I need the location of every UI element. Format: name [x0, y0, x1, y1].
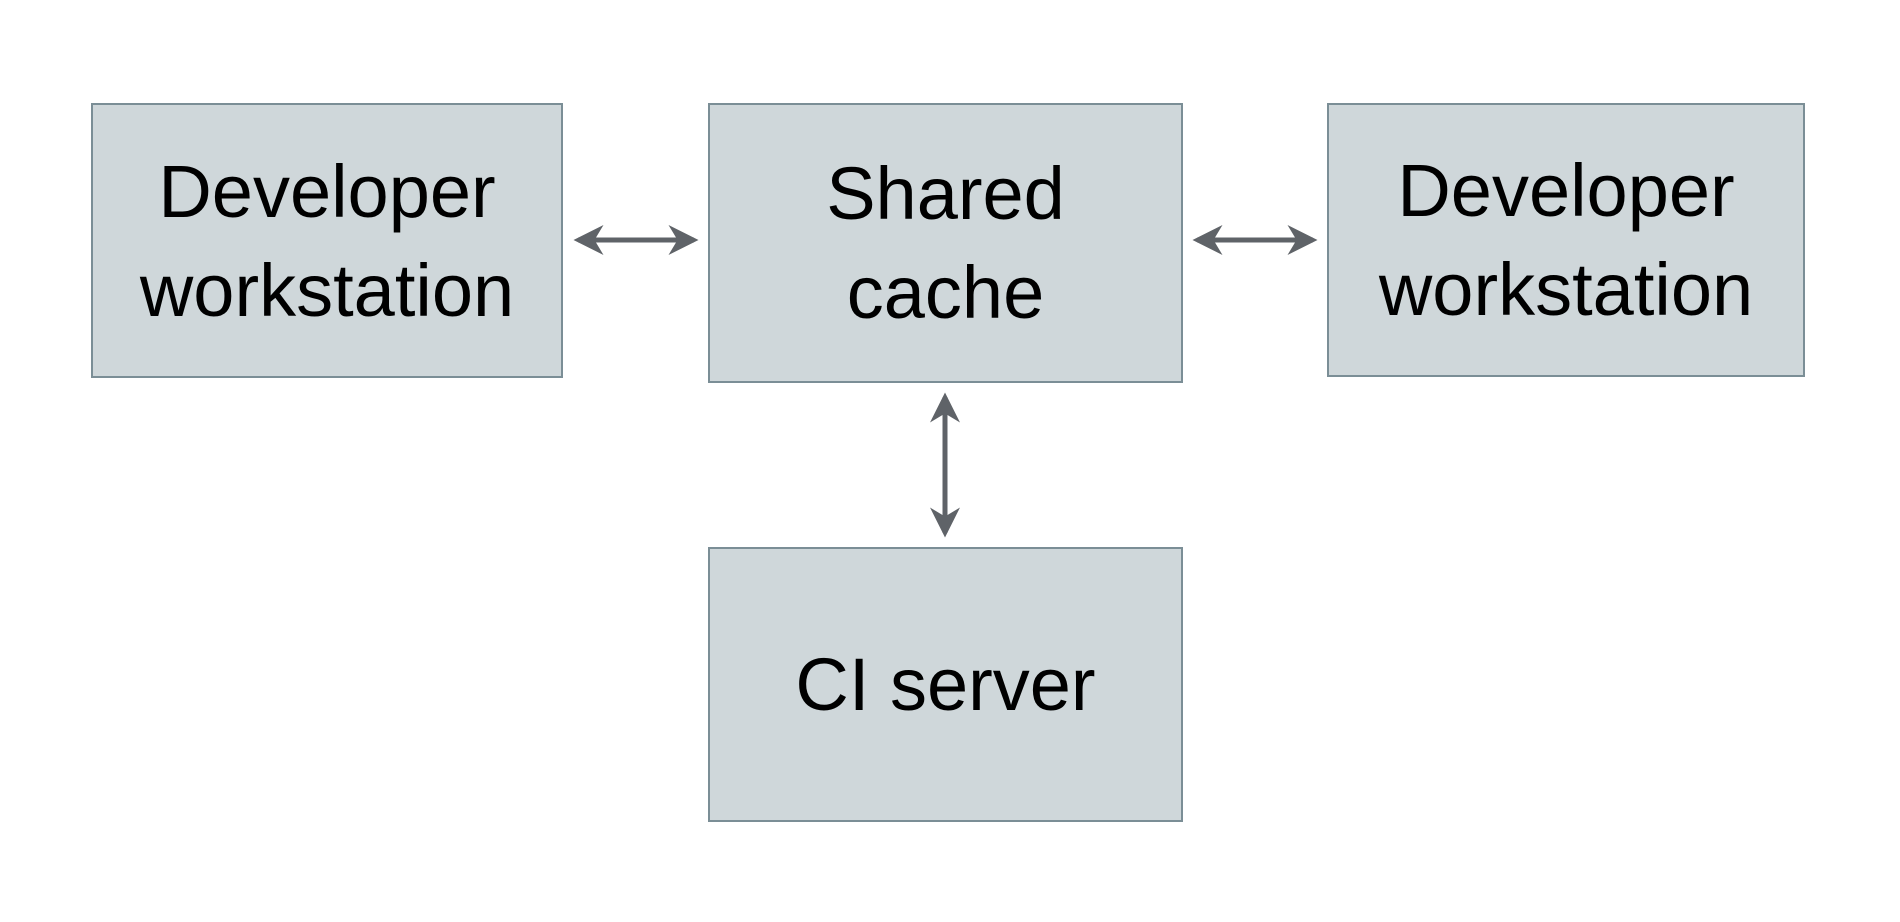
node-developer-workstation-left: Developer workstation [91, 103, 563, 378]
node-label-line: CI server [795, 643, 1096, 726]
node-ci-server: CI server [708, 547, 1183, 822]
node-label-line: Developer [158, 149, 496, 233]
node-label-line: Shared [826, 152, 1065, 235]
node-shared-cache: Shared cache [708, 103, 1183, 383]
node-label-line: workstation [1378, 248, 1754, 331]
node-developer-workstation-right: Developer workstation [1327, 103, 1805, 377]
node-label-line: Developer [1397, 149, 1735, 232]
node-label-line: workstation [139, 248, 515, 332]
node-label-line: cache [846, 251, 1045, 334]
